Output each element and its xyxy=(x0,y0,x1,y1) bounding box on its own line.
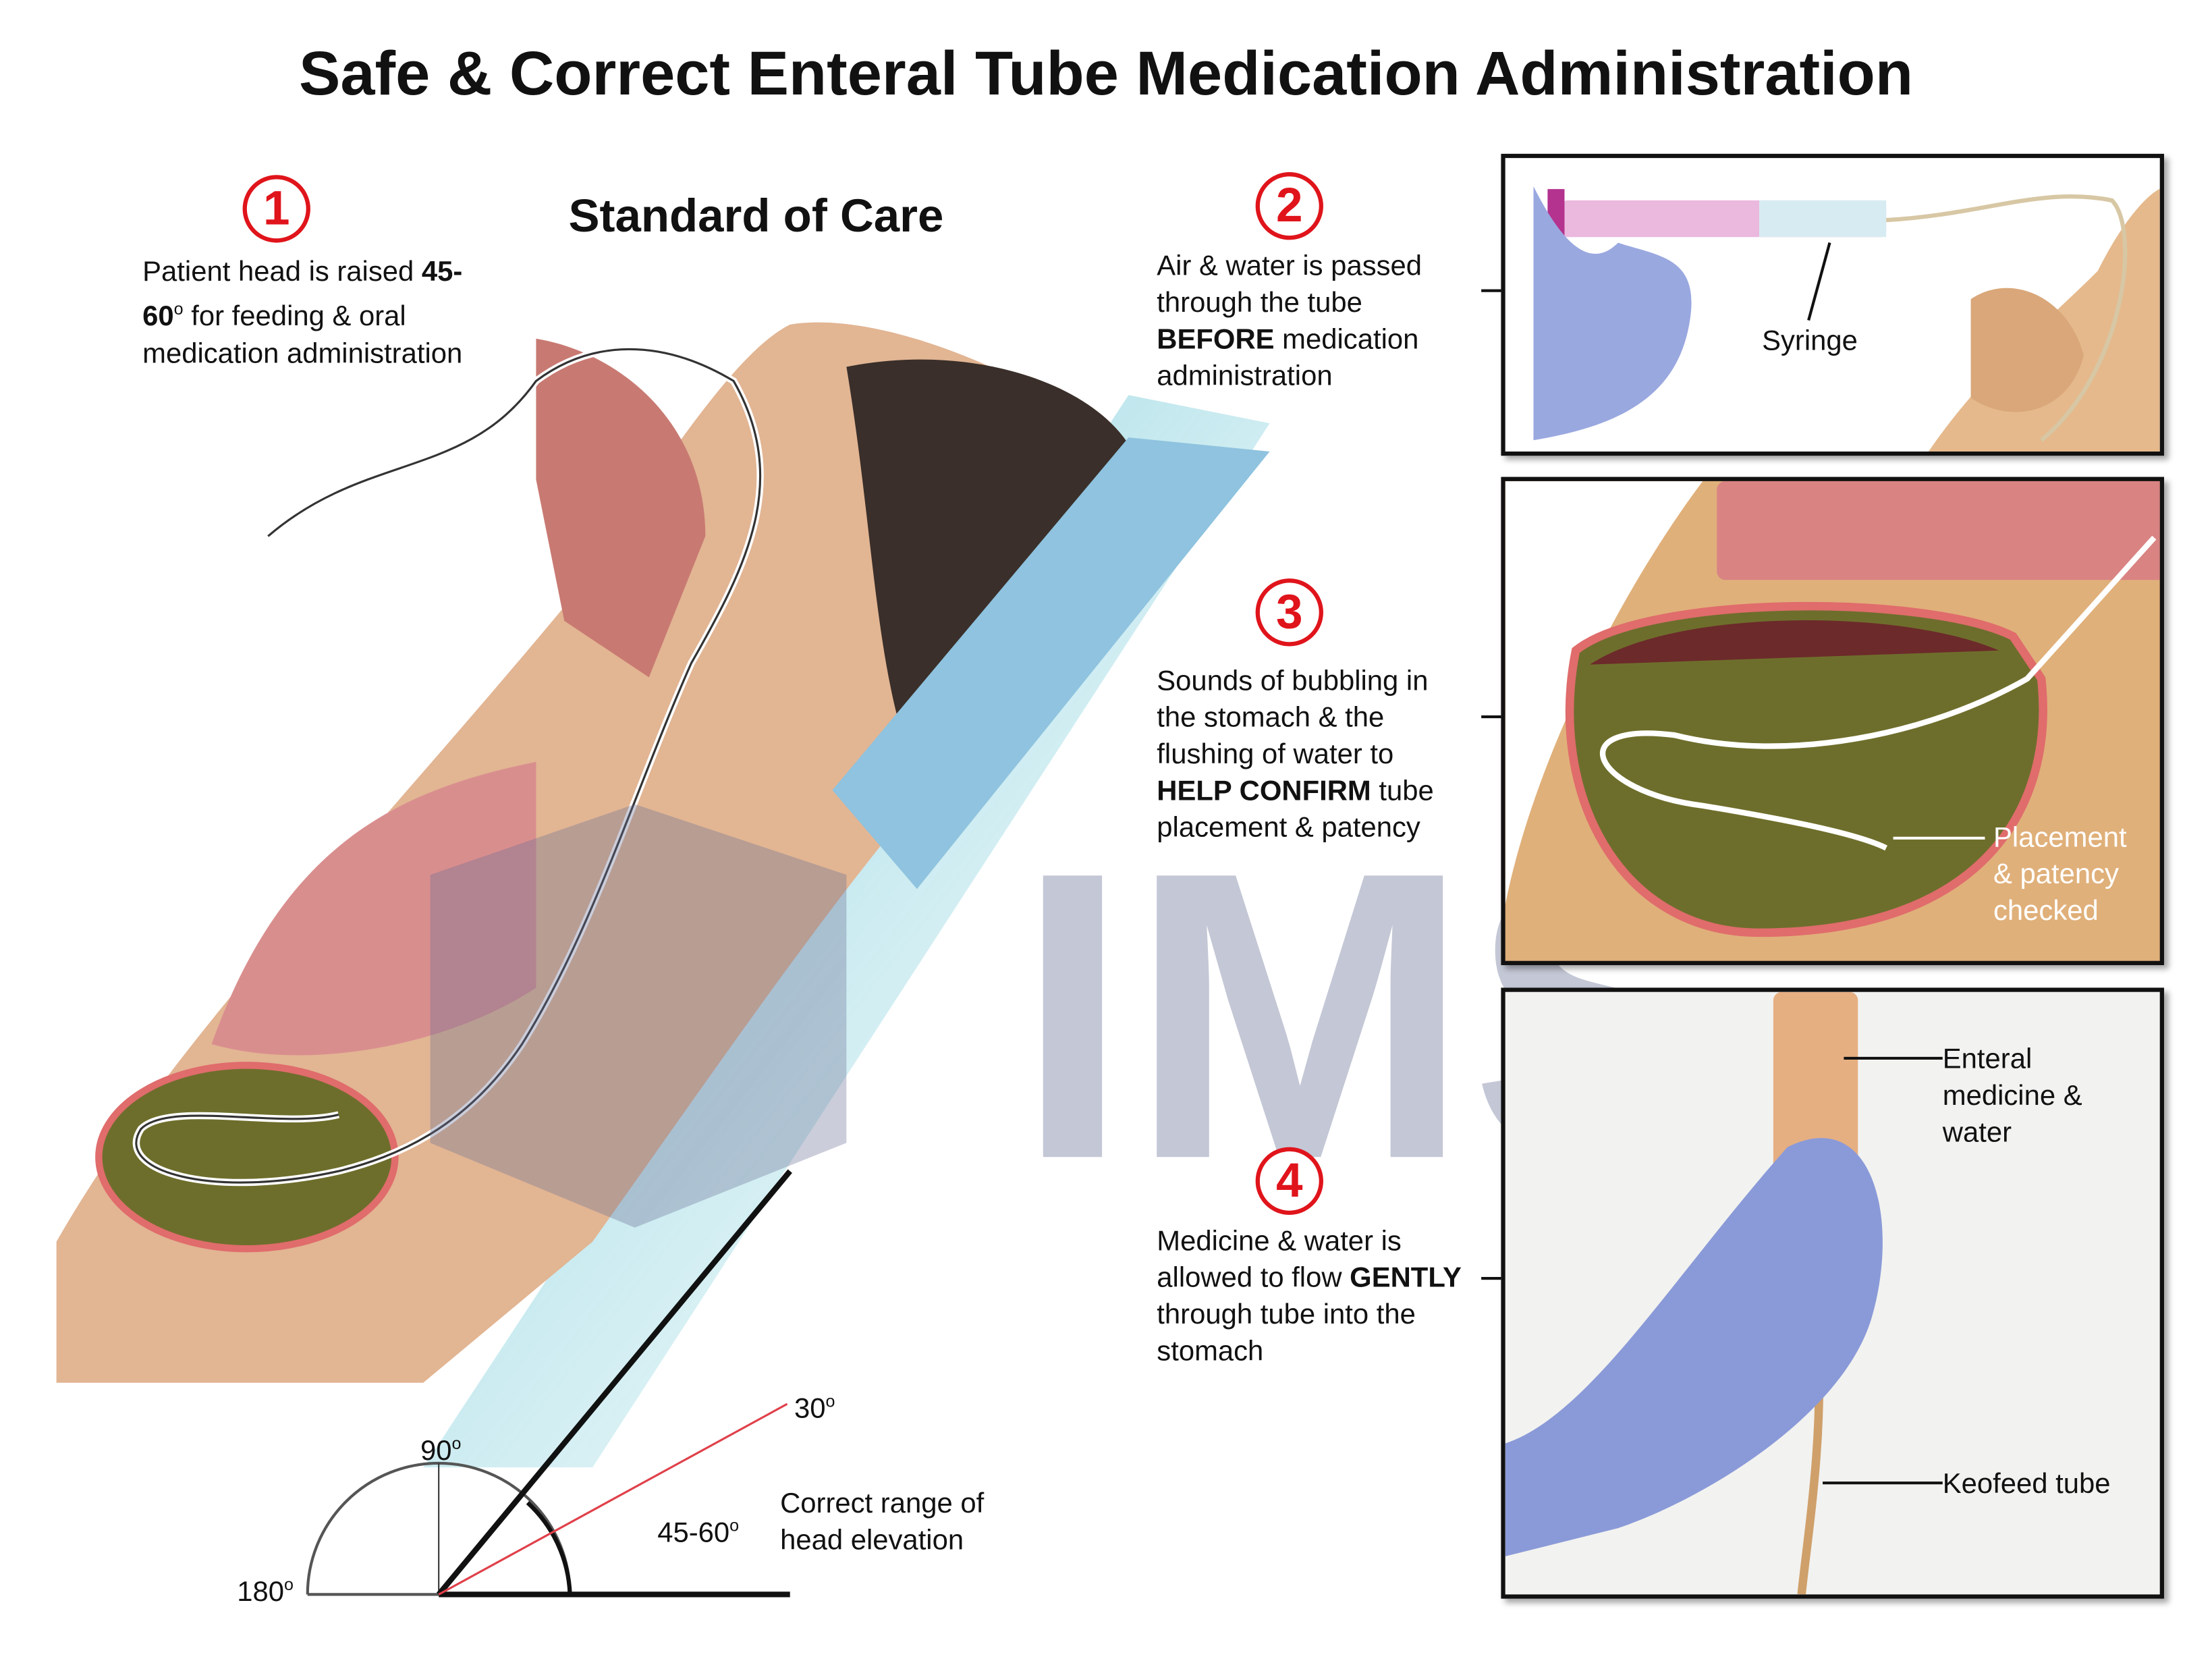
step-1-text: Patient head is raised 45-60o for feedin… xyxy=(142,254,467,372)
syringe-label: Syringe xyxy=(1762,324,1858,356)
range-arc xyxy=(526,1501,572,1595)
keofeed-label: Keofeed tube xyxy=(1942,1469,2111,1500)
step-3-text-b: tube placement & patency xyxy=(1157,775,1434,844)
connector xyxy=(1481,289,1504,292)
gravity-feed-panel: Enteral medicine & water Keofeed tube xyxy=(1501,987,2164,1599)
angle-diagram xyxy=(306,1169,792,1598)
stomach-illustration xyxy=(1505,481,2160,937)
label-30-text: 30 xyxy=(794,1393,826,1425)
degree-sign: o xyxy=(825,1391,835,1411)
hair xyxy=(846,359,1143,776)
step-1-badge: 1 xyxy=(242,175,310,243)
gravity-feed-illustration xyxy=(1505,991,1943,1595)
label-90: 90o xyxy=(420,1425,461,1470)
step-3-text: Sounds of bubbling in the stomach & the … xyxy=(1157,663,1467,847)
step-2-text-a: Air & water is passed through the tube xyxy=(1157,251,1422,319)
subtitle: Standard of Care xyxy=(568,189,944,242)
step-3-badge: 3 xyxy=(1255,578,1323,647)
feeding-tube-outline xyxy=(135,348,762,1184)
connector xyxy=(1481,715,1504,719)
step-4-text: Medicine & water is allowed to flow GENT… xyxy=(1157,1224,1467,1370)
label-range-text: 45-60 xyxy=(657,1517,730,1549)
degree-sign: o xyxy=(173,299,184,319)
oral-cavity xyxy=(536,338,706,678)
degree-sign: o xyxy=(451,1434,462,1454)
head-elevation-line xyxy=(436,1169,792,1597)
stomach xyxy=(95,1062,399,1253)
step-1-text-b: for feeding & oral medication administra… xyxy=(142,301,463,370)
stomach-panel: Placement & patency checked xyxy=(1501,476,2164,965)
step-2-bold: BEFORE xyxy=(1157,324,1275,356)
step-1-bold: 45-60 xyxy=(142,256,463,333)
pillow xyxy=(832,437,1270,890)
range-caption: Correct range of head elevation xyxy=(780,1488,985,1556)
degree-sign: o xyxy=(283,1575,294,1595)
placement-label: Placement & patency checked xyxy=(1993,822,2127,927)
step-2-badge: 2 xyxy=(1255,172,1323,240)
label-range: 45-60o xyxy=(657,1507,739,1552)
patient-anatomy-illustration xyxy=(56,322,1270,1468)
step-4-text-b: through tube into the stomach xyxy=(1157,1299,1416,1367)
syringe-illustration: Syringe xyxy=(1533,186,2160,452)
thirty-degree-line xyxy=(438,1403,788,1596)
step-3-bold: HELP CONFIRM xyxy=(1157,775,1371,807)
step-3-text-a: Sounds of bubbling in the stomach & the … xyxy=(1157,665,1429,771)
step-4-bold: GENTLY xyxy=(1350,1263,1462,1295)
label-180-text: 180 xyxy=(237,1577,284,1608)
connector xyxy=(1481,1276,1504,1280)
step-2-text-b: medication administration xyxy=(1157,324,1419,393)
step-4-badge: 4 xyxy=(1255,1147,1323,1216)
lung xyxy=(211,761,536,1056)
degree-sign: o xyxy=(729,1515,740,1535)
label-90-text: 90 xyxy=(420,1436,452,1467)
step-1-text-a: Patient head is raised xyxy=(142,256,414,288)
step-4-text-a: Medicine & water is allowed to flow xyxy=(1157,1226,1402,1295)
label-180: 180o xyxy=(237,1567,294,1611)
page-title: Safe & Correct Enteral Tube Medication A… xyxy=(299,39,1914,109)
syringe-panel: Syringe xyxy=(1501,153,2164,456)
step-2-text: Air & water is passed through the tube B… xyxy=(1157,248,1467,395)
enteral-label: Enteral medicine & water xyxy=(1942,1044,2082,1149)
label-30: 30o xyxy=(794,1383,835,1427)
